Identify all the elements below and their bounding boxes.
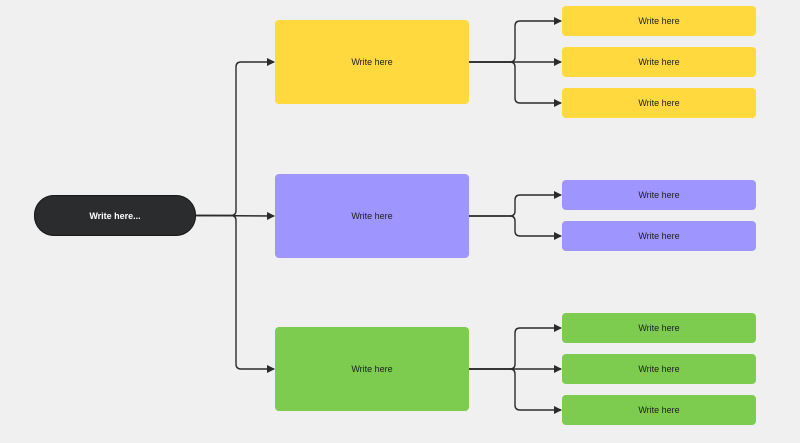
leaf-node-label: Write here [638, 364, 680, 374]
leaf-node-label: Write here [638, 98, 680, 108]
connector-purple-to-leaf-2 [469, 215, 562, 240]
leaf-node-label: Write here [638, 190, 680, 200]
leaf-node-purple-2[interactable]: Write here [562, 221, 756, 251]
leaf-node-label: Write here [638, 405, 680, 415]
branch-node-purple[interactable]: Write here [275, 174, 469, 258]
leaf-node-green-1[interactable]: Write here [562, 313, 756, 343]
leaf-node-label: Write here [638, 57, 680, 67]
connector-purple-to-leaf-1 [469, 191, 562, 217]
branch-node-green[interactable]: Write here [275, 327, 469, 411]
connector-green-to-leaf-3 [469, 368, 562, 414]
leaf-node-green-3[interactable]: Write here [562, 395, 756, 425]
root-node-label: Write here... [89, 210, 141, 221]
branch-node-label: Write here [351, 364, 393, 374]
leaf-node-green-2[interactable]: Write here [562, 354, 756, 384]
leaf-node-label: Write here [638, 16, 680, 26]
leaf-node-purple-1[interactable]: Write here [562, 180, 756, 210]
root-node[interactable]: Write here... [34, 195, 196, 236]
connector-yellow-to-leaf-3 [469, 61, 562, 107]
branch-node-label: Write here [351, 211, 393, 221]
leaf-node-yellow-1[interactable]: Write here [562, 6, 756, 36]
connector-yellow-to-leaf-1 [469, 17, 562, 63]
leaf-node-label: Write here [638, 323, 680, 333]
branch-node-label: Write here [351, 57, 393, 67]
leaf-node-yellow-3[interactable]: Write here [562, 88, 756, 118]
connector-green-to-leaf-1 [469, 324, 562, 370]
leaf-node-yellow-2[interactable]: Write here [562, 47, 756, 77]
connector-root-to-yellow [196, 58, 275, 217]
leaf-node-label: Write here [638, 231, 680, 241]
connector-root-to-green [196, 214, 275, 373]
branch-node-yellow[interactable]: Write here [275, 20, 469, 104]
